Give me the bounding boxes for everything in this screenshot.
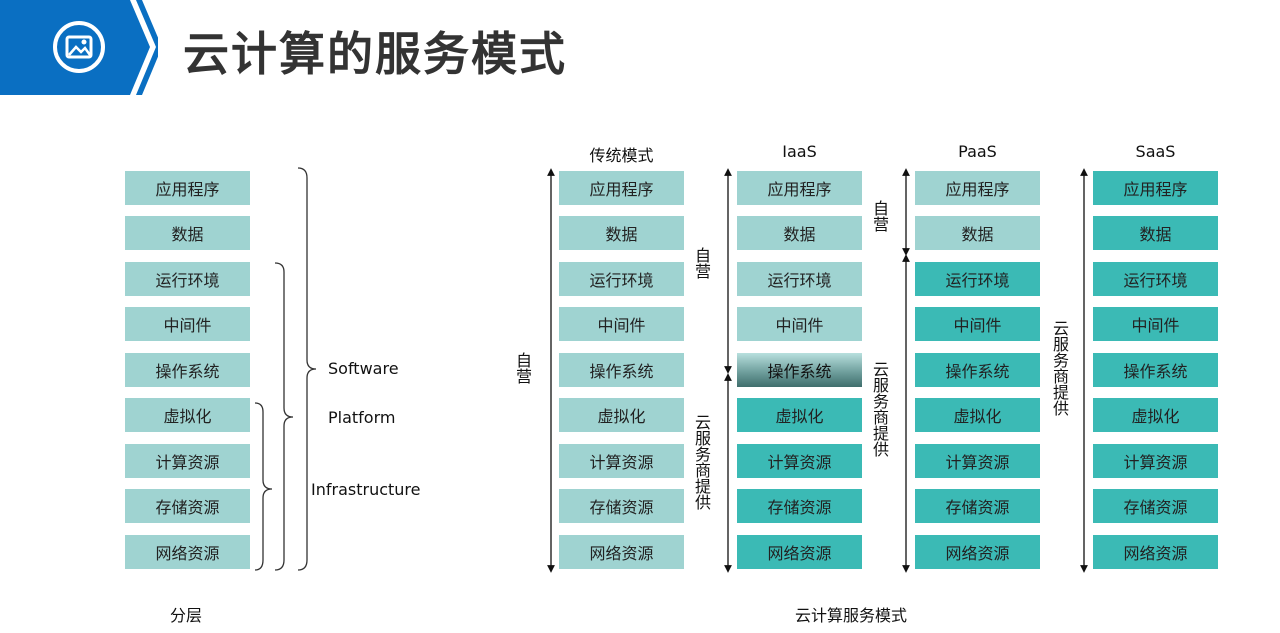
- traditional-title: 传统模式: [589, 146, 654, 165]
- layer-cell: 运行环境: [125, 262, 250, 296]
- saas-title: SaaS: [1135, 142, 1176, 161]
- paas-cell: 网络资源: [915, 535, 1040, 569]
- traditional-cell: 计算资源: [559, 444, 684, 478]
- platform-brace: [274, 262, 294, 571]
- iaas-cell: 虚拟化: [737, 398, 862, 432]
- traditional-cell: 数据: [559, 216, 684, 250]
- iaas-cell: 网络资源: [737, 535, 862, 569]
- iaas-title: IaaS: [782, 142, 817, 161]
- saas-cell: 存储资源: [1093, 489, 1218, 523]
- traditional-cell: 运行环境: [559, 262, 684, 296]
- software-brace: [297, 167, 317, 571]
- iaas-cell: 应用程序: [737, 171, 862, 205]
- paas-cell: 中间件: [915, 307, 1040, 341]
- layer-cell: 网络资源: [125, 535, 250, 569]
- iaas-cell: 数据: [737, 216, 862, 250]
- paas-cell: 应用程序: [915, 171, 1040, 205]
- paas-self-label: 自营: [870, 200, 889, 232]
- saas-cell: 虚拟化: [1093, 398, 1218, 432]
- paas-cell: 虚拟化: [915, 398, 1040, 432]
- saas-cell: 操作系统: [1093, 353, 1218, 387]
- layer-cell: 虚拟化: [125, 398, 250, 432]
- iaas-cell: 计算资源: [737, 444, 862, 478]
- paas-cell: 操作系统: [915, 353, 1040, 387]
- layer-cell: 应用程序: [125, 171, 250, 205]
- layer-cell: 操作系统: [125, 353, 250, 387]
- platform-label: Platform: [328, 408, 396, 427]
- saas-cell: 中间件: [1093, 307, 1218, 341]
- software-label: Software: [328, 359, 399, 378]
- saas-cell: 应用程序: [1093, 171, 1218, 205]
- iaas-cell: 存储资源: [737, 489, 862, 523]
- saas-cell: 网络资源: [1093, 535, 1218, 569]
- layering-caption: 分层: [170, 606, 203, 625]
- traditional-cell: 中间件: [559, 307, 684, 341]
- saas-cell: 计算资源: [1093, 444, 1218, 478]
- iaas-cloud-label: 云服务商提供: [692, 414, 711, 510]
- traditional-cell: 应用程序: [559, 171, 684, 205]
- saas-cloud-label: 云服务商提供: [1050, 320, 1069, 416]
- paas-cell: 数据: [915, 216, 1040, 250]
- infrastructure-label: Infrastructure: [311, 480, 421, 499]
- paas-cell: 运行环境: [915, 262, 1040, 296]
- traditional-cell: 网络资源: [559, 535, 684, 569]
- models-caption: 云计算服务模式: [795, 606, 908, 625]
- saas-cell: 数据: [1093, 216, 1218, 250]
- paas-cell: 存储资源: [915, 489, 1040, 523]
- layer-cell: 计算资源: [125, 444, 250, 478]
- iaas-cell: 中间件: [737, 307, 862, 341]
- layer-cell: 存储资源: [125, 489, 250, 523]
- iaas-cell: 操作系统: [737, 353, 862, 387]
- traditional-self-label: 自营: [513, 352, 532, 384]
- saas-cell: 运行环境: [1093, 262, 1218, 296]
- paas-title: PaaS: [958, 142, 997, 161]
- layer-cell: 数据: [125, 216, 250, 250]
- infrastructure-brace: [254, 402, 273, 571]
- page-title: 云计算的服务模式: [183, 27, 567, 81]
- paas-cloud-label: 云服务商提供: [870, 361, 889, 457]
- image-icon: [52, 20, 106, 74]
- traditional-cell: 存储资源: [559, 489, 684, 523]
- layer-cell: 中间件: [125, 307, 250, 341]
- traditional-cell: 操作系统: [559, 353, 684, 387]
- paas-cell: 计算资源: [915, 444, 1040, 478]
- iaas-cell: 运行环境: [737, 262, 862, 296]
- traditional-cell: 虚拟化: [559, 398, 684, 432]
- iaas-self-label: 自营: [692, 247, 711, 279]
